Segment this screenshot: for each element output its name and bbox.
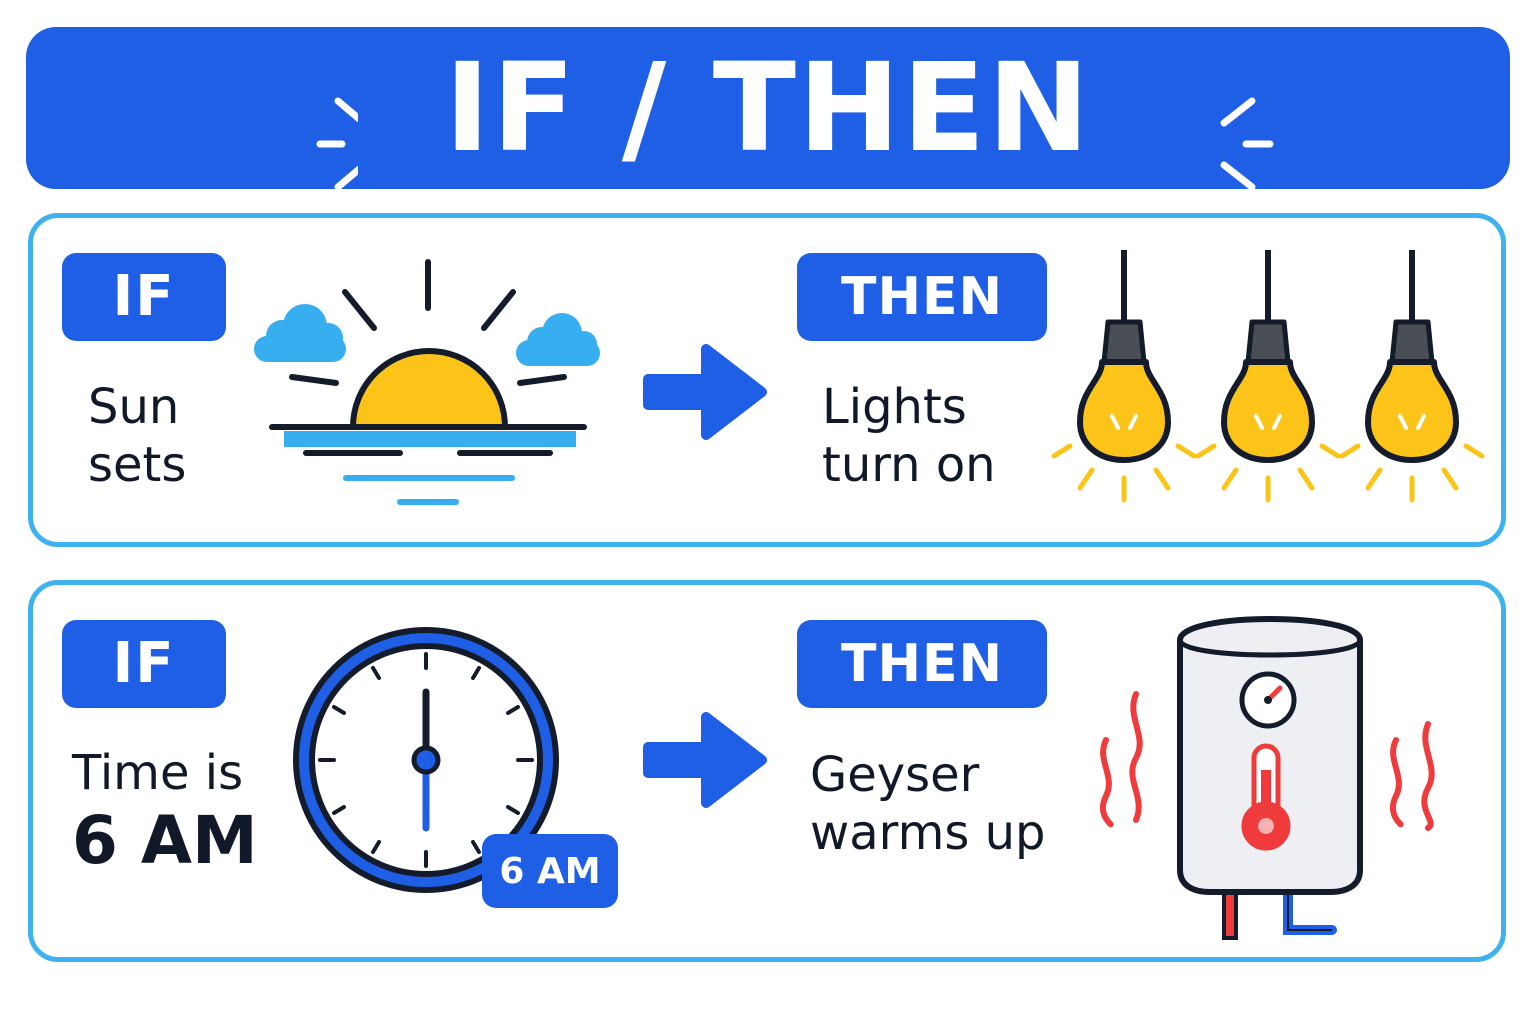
clock-icon: [293, 627, 559, 893]
light-bulbs-icon: [1048, 250, 1498, 510]
action-text: Lights turn on: [822, 378, 996, 494]
page-title: IF / THEN: [444, 37, 1092, 179]
if-badge: IF: [62, 253, 226, 341]
condition-text: Time is 6 AM: [72, 744, 258, 880]
then-badge: THEN: [797, 253, 1047, 341]
action-text: Geyser warms up: [810, 746, 1045, 862]
condition-line-2: sets: [88, 437, 187, 493]
sparkle-right-icon: [1220, 97, 1274, 191]
then-badge: THEN: [797, 620, 1047, 708]
time-badge: 6 AM: [482, 834, 618, 908]
sparkle-left-icon: [316, 97, 358, 191]
water-heater-icon: [1099, 616, 1435, 940]
action-line-1: Lights: [822, 379, 967, 435]
condition-line-1: Sun: [88, 379, 180, 435]
if-badge: IF: [62, 620, 226, 708]
action-line-2: warms up: [810, 805, 1046, 861]
condition-line-2: 6 AM: [72, 802, 258, 879]
action-line-2: turn on: [822, 437, 996, 493]
arrow-right-icon: [643, 712, 767, 808]
condition-text: Sun sets: [88, 378, 186, 494]
action-line-1: Geyser: [810, 747, 980, 803]
title-banner: IF / THEN: [26, 27, 1510, 191]
sunset-icon: [254, 259, 600, 505]
condition-line-1: Time is: [72, 745, 244, 801]
arrow-right-icon: [643, 344, 767, 440]
